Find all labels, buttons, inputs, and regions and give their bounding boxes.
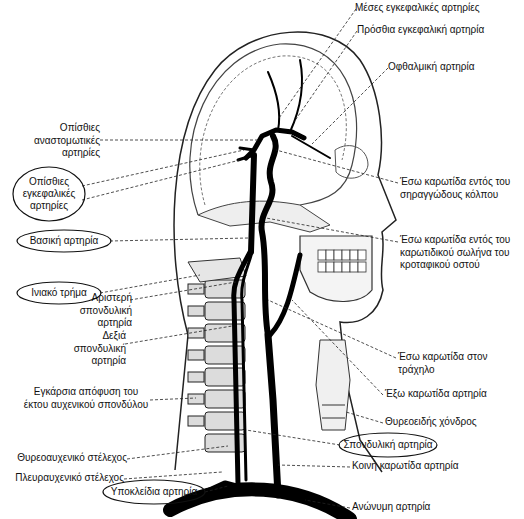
part-label: Έσω καρωτίδα εντός του σηραγγώδους κόλπο… (400, 176, 518, 201)
basilar-artery (251, 155, 254, 252)
part-label: Δεξιά σπονδυλική αρτηρία (58, 330, 126, 368)
artery-label: Σπονδυλική αρτηρία (340, 439, 435, 451)
teeth (318, 250, 366, 272)
part-label: Έσω καρωτίδα στον τράχηλο (398, 351, 508, 376)
part-label: Πλευραυχενικό στέλεχος (10, 472, 124, 485)
ellipse-outline (339, 433, 437, 457)
head-outline (174, 32, 396, 472)
part-label: Οπίσθιες αναστομωτικές αρτηρίες (18, 122, 100, 160)
part-label: Εγκάρσια απόφυση του έκτου αυχενικού σπο… (22, 386, 150, 411)
internal-carotid (261, 136, 275, 335)
part-label: Μέσες εγκεφαλικές αρτηρίες (355, 2, 515, 15)
part-label: Θυρεοειδής χόνδρος (385, 416, 520, 429)
jaw-outline (300, 236, 372, 302)
part-label: Έσω καρωτίδα εντός του καρωτιδικού σωλήν… (400, 234, 518, 272)
middle-cerebral (268, 72, 279, 130)
part-label: Πρόσθια εγκεφαλική αρτηρία (357, 24, 517, 37)
part-label: Θυρεοαυχενικό στέλεχος (10, 452, 127, 465)
circled-label: Σπονδυλική αρτηρία (338, 432, 438, 458)
thyroid-cartilage (322, 405, 345, 418)
part-label: Ανώνυμη αρτηρία (352, 501, 502, 514)
ellipse-outline (17, 282, 101, 304)
common-carotid (268, 335, 278, 495)
artery-label: Ινιακό τρήμα (28, 287, 90, 299)
part-label: Αριστερή σπονδυλική αρτηρία (62, 292, 132, 330)
circled-label: Βασική αρτηρία (16, 229, 112, 253)
larynx-outline (316, 340, 350, 430)
artery-label: Οπίσθιες εγκεφαλικές αρτηρίες (12, 176, 86, 212)
anterior-cerebral (290, 60, 302, 132)
ellipse-outline (17, 230, 111, 252)
ellipse-outline (103, 480, 205, 504)
artery-label: Υποκλείδια αρτηρία (108, 486, 201, 498)
ophthalmic-artery (292, 136, 330, 158)
vertebral-artery-left (242, 252, 252, 480)
part-label: Έξω καρωτίδα αρτηρία (385, 388, 520, 401)
posterior-cerebral (238, 148, 254, 160)
circled-label: Οπίσθιες εγκεφαλικές αρτηρίες (12, 166, 86, 222)
external-carotid (270, 255, 300, 335)
artery-label: Βασική αρτηρία (27, 235, 102, 247)
part-label: Οφθαλμική αρτηρία (388, 61, 508, 74)
circled-label: Ινιακό τρήμα (16, 281, 102, 305)
part-label: Κοινή καρωτίδα αρτηρία (352, 460, 502, 473)
leader-lines (82, 9, 398, 508)
subclavian-artery (190, 484, 240, 500)
ellipse-outline (13, 167, 85, 221)
